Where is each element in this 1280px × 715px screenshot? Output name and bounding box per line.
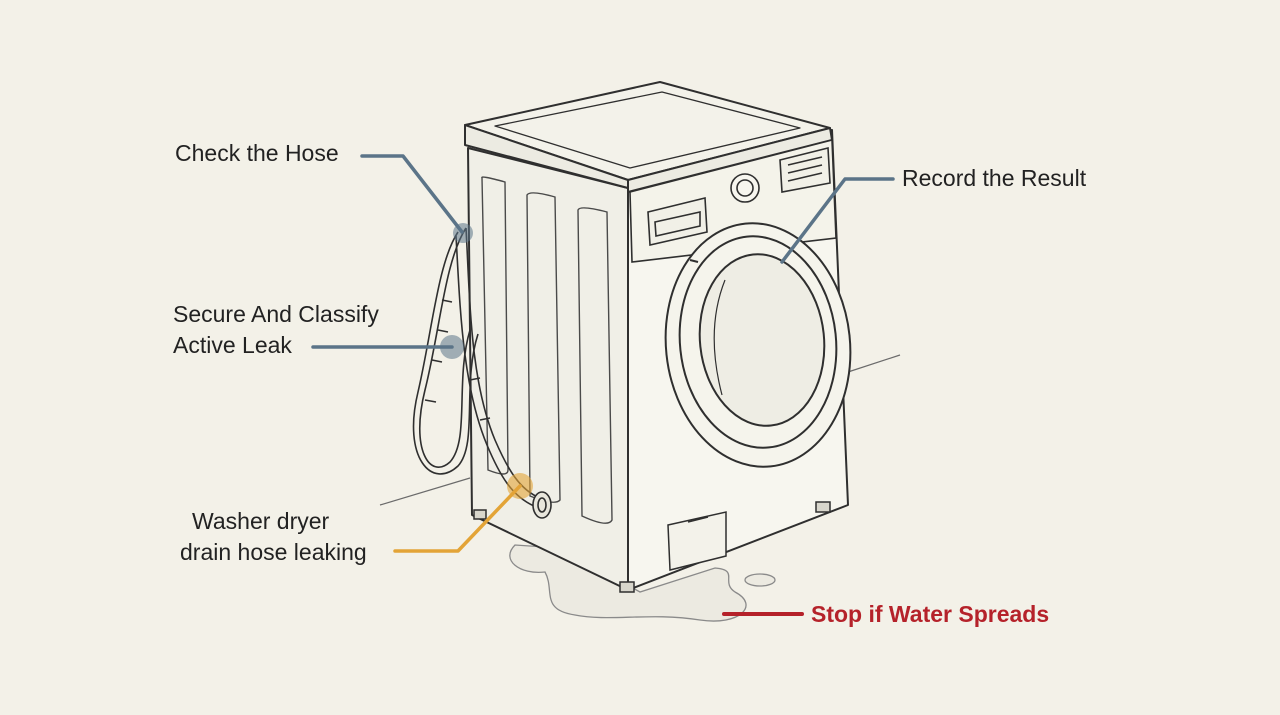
callout-secure-leak-line1: Secure And Classify bbox=[173, 301, 379, 327]
service-panel bbox=[667, 511, 727, 571]
marker-hose-top bbox=[453, 223, 473, 243]
floor-lines bbox=[379, 354, 901, 506]
leader-check-hose bbox=[360, 154, 464, 234]
leader-lines bbox=[311, 154, 895, 616]
callout-check-hose: Check the Hose bbox=[175, 140, 339, 166]
washer-door bbox=[664, 222, 852, 468]
callout-drain-hose-line1: Washer dryer bbox=[192, 508, 330, 534]
marker-drain-connector bbox=[507, 473, 533, 499]
callout-record-result: Record the Result bbox=[902, 165, 1087, 191]
highlight-markers bbox=[440, 223, 533, 499]
marker-hose-mid bbox=[440, 335, 464, 359]
callout-drain-hose-line2: drain hose leaking bbox=[180, 539, 367, 565]
callout-secure-leak: Secure And Classify Active Leak bbox=[173, 299, 379, 361]
callout-stop-water: Stop if Water Spreads bbox=[811, 601, 1050, 627]
leader-drain-hose bbox=[393, 484, 522, 553]
callout-secure-leak-line2: Active Leak bbox=[173, 332, 292, 358]
washer-feet bbox=[473, 501, 831, 593]
leader-record-result bbox=[780, 177, 895, 264]
water-puddle bbox=[509, 544, 776, 622]
callout-drain-hose: Washer dryer drain hose leaking bbox=[180, 506, 385, 568]
